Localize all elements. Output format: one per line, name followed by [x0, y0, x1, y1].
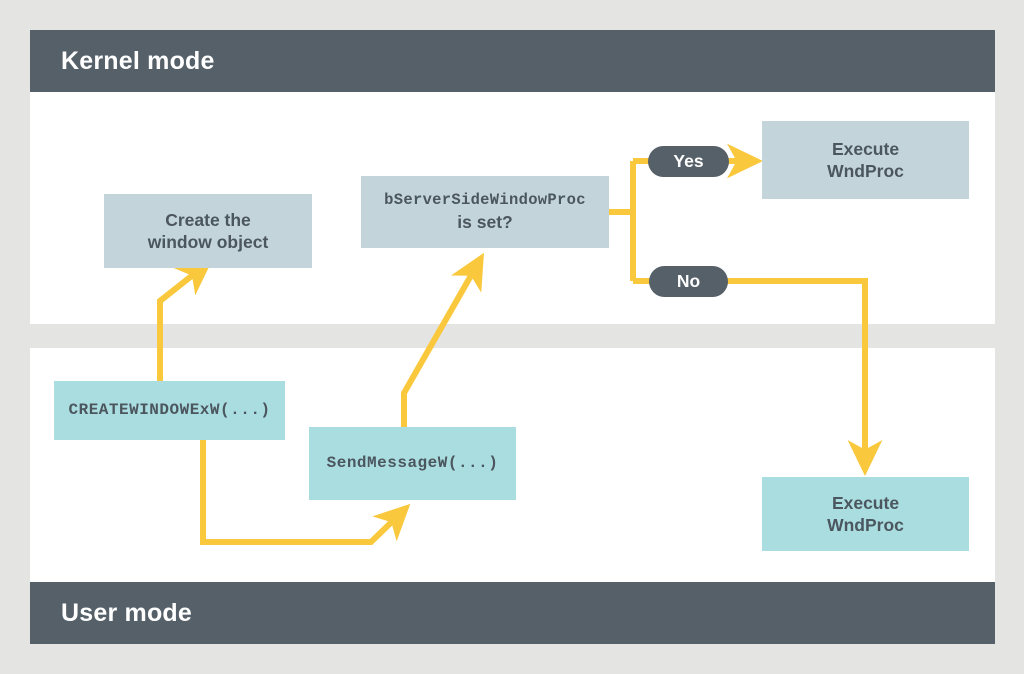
node-create-window-object-line1: Create the	[165, 209, 251, 230]
node-execute-wndproc-user: Execute WndProc	[762, 477, 969, 551]
node-create-window-object-line2: window object	[147, 232, 269, 252]
user-mode-label: User mode	[61, 598, 193, 627]
node-decision-label: bServerSideWindowProc is set?	[384, 191, 586, 233]
kernel-mode-band: Kernel mode	[30, 30, 995, 92]
node-sendmessagew-call: SendMessageW(...)	[309, 427, 516, 500]
node-execute-wndproc-user-line2: WndProc	[827, 515, 904, 535]
node-decision-bserversidewindowproc: bServerSideWindowProc is set?	[361, 176, 609, 248]
branch-label-no: No	[649, 266, 728, 297]
branch-label-yes-text: Yes	[673, 151, 704, 171]
node-execute-wndproc-kernel-line2: WndProc	[827, 161, 904, 181]
node-execute-wndproc-kernel: Execute WndProc	[762, 121, 969, 199]
node-create-window-object: Create the window object	[104, 194, 312, 268]
kernel-mode-label: Kernel mode	[61, 46, 215, 75]
node-create-window-object-label: Create the window object	[148, 209, 269, 254]
node-createwindowexw-call-label: CREATEWINDOWExW(...)	[68, 401, 271, 420]
node-execute-wndproc-kernel-line1: Execute	[831, 138, 900, 159]
node-execute-wndproc-user-label: Execute WndProc	[827, 492, 904, 537]
node-sendmessagew-call-label: SendMessageW(...)	[326, 454, 499, 473]
node-execute-wndproc-user-line1: Execute	[831, 492, 900, 513]
node-decision-line1: bServerSideWindowProc	[384, 190, 586, 209]
branch-label-no-text: No	[676, 271, 701, 291]
node-decision-line2: is set?	[457, 211, 513, 232]
user-mode-band: User mode	[30, 582, 995, 644]
node-execute-wndproc-kernel-label: Execute WndProc	[827, 138, 904, 183]
node-createwindowexw-call: CREATEWINDOWExW(...)	[54, 381, 285, 440]
branch-label-yes: Yes	[648, 146, 729, 177]
